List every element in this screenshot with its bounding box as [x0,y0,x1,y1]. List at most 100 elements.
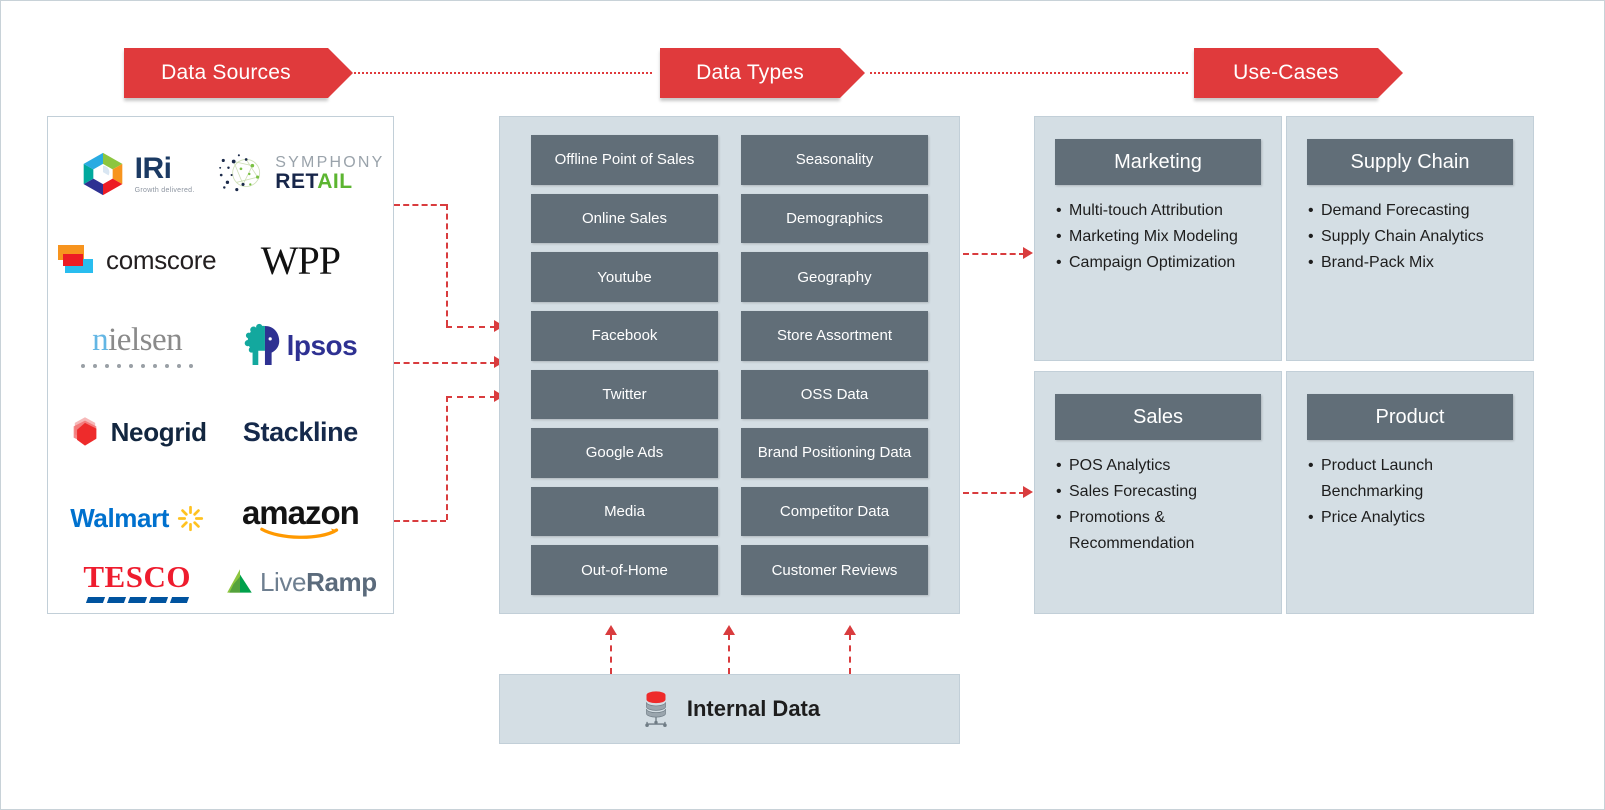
data-type-chip[interactable]: Geography [741,252,928,302]
data-type-chip[interactable]: Out-of-Home [531,545,718,595]
use-case-list-product: Product Launch Benchmarking Price Analyt… [1307,453,1513,531]
use-case-title-product: Product [1307,394,1513,440]
connector-source-bot-h2 [446,396,496,398]
ipsos-wordmark: lpsos [286,330,358,361]
data-types-panel: Offline Point of Sales Seasonality Onlin… [499,116,960,614]
use-case-panel-supply-chain: Supply Chain Demand Forecasting Supply C… [1286,116,1534,361]
comscore-wordmark: comscore [106,244,217,275]
use-case-title-sales: Sales [1055,394,1261,440]
data-type-chip[interactable]: Youtube [531,252,718,302]
connector-source-mid-h [394,362,496,364]
connector-source-top-v [446,204,448,326]
data-type-chip[interactable]: Offline Point of Sales [531,135,718,185]
neogrid-mark-icon [73,417,96,446]
symphony-wordmark-ret: RET [275,170,318,194]
use-case-list-marketing: Multi-touch Attribution Marketing Mix Mo… [1055,198,1261,276]
connector-arrow-internal-1 [605,625,617,635]
data-type-chip[interactable]: Google Ads [531,428,718,478]
header-connector-2 [870,72,1188,74]
connector-arrow-internal-2 [723,625,735,635]
data-type-chip[interactable]: Customer Reviews [741,545,928,595]
symphony-network-icon [219,154,261,192]
data-type-chip[interactable]: Seasonality [741,135,928,185]
use-case-item: Marketing Mix Modeling [1055,224,1261,250]
data-type-chip[interactable]: Demographics [741,193,928,244]
amazon-smile-icon [260,527,339,540]
iri-wordmark: IRi [134,152,172,185]
use-case-item: Supply Chain Analytics [1307,224,1513,250]
nielsen-wordmark: ielsen [108,322,183,358]
logo-iri[interactable]: IRi Growth delivered. [58,131,216,217]
ipsos-head-icon [244,323,279,366]
symphony-wordmark-ail: AIL [317,170,353,194]
connector-internal-3 [849,634,851,674]
use-case-list-supply-chain: Demand Forecasting Supply Chain Analytic… [1307,198,1513,276]
logo-symphony-retail[interactable]: SYMPHONY RETAIL [216,131,384,217]
liveramp-wordmark-ramp: Ramp [306,566,377,597]
data-type-chip[interactable]: Twitter [531,369,718,420]
data-sources-panel: IRi Growth delivered. [47,116,394,614]
use-case-item: Demand Forecasting [1307,198,1513,224]
logo-walmart[interactable]: Walmart [58,475,216,561]
connector-source-bot-h1 [394,520,446,522]
database-icon [645,691,667,727]
liveramp-mark-icon [227,569,252,593]
connector-internal-1 [610,634,612,674]
internal-data-panel: Internal Data [499,674,960,744]
data-types-grid: Offline Point of Sales Seasonality Onlin… [500,117,959,613]
use-case-item: Brand-Pack Mix [1307,250,1513,276]
logo-comscore[interactable]: comscore [58,217,217,303]
banner-tip-icon [1378,48,1403,98]
wpp-wordmark: WPP [260,237,341,283]
use-case-item: Promotions & Recommendation [1055,505,1261,557]
logo-tesco[interactable]: TESCO [58,561,216,603]
use-case-item: Campaign Optimization [1055,250,1261,276]
data-type-chip[interactable]: Facebook [531,310,718,361]
connector-source-top-h1 [394,204,446,206]
banner-use-cases[interactable]: Use-Cases [1194,48,1403,101]
connector-types-sales [963,492,1025,494]
use-case-item: Price Analytics [1307,505,1513,531]
data-type-chip[interactable]: Online Sales [531,193,718,244]
walmart-spark-icon [177,505,204,531]
data-type-chip[interactable]: Media [531,486,718,537]
internal-data-label: Internal Data [686,696,821,721]
tesco-bars-icon [85,597,189,603]
banner-label: Use-Cases [1233,61,1339,84]
data-type-chip[interactable]: Competitor Data [741,486,928,537]
logo-ipsos[interactable]: lpsos [216,303,384,389]
banner-label: Data Types [696,61,804,84]
logo-liveramp[interactable]: LiveRamp [216,561,384,603]
connector-arrow-marketing [1023,247,1033,259]
connector-arrow-internal-3 [844,625,856,635]
banner-data-types[interactable]: Data Types [660,48,865,101]
data-type-chip[interactable]: Store Assortment [741,310,928,361]
iri-tagline: Growth delivered. [134,187,195,194]
banner-tip-icon [840,48,865,98]
banner-data-sources[interactable]: Data Sources [124,48,353,101]
walmart-wordmark: Walmart [70,502,170,533]
use-case-item: POS Analytics [1055,453,1261,479]
neogrid-wordmark: Neogrid [110,416,207,447]
logo-neogrid[interactable]: Neogrid [58,389,216,475]
use-case-item: Sales Forecasting [1055,479,1261,505]
connector-internal-2 [728,634,730,674]
logo-amazon[interactable]: amazon [216,475,384,561]
data-type-chip[interactable]: Brand Positioning Data [741,428,928,478]
nielsen-dots-icon [81,364,194,368]
banner-label: Data Sources [161,61,291,84]
logo-stackline[interactable]: Stackline [216,389,384,475]
connector-source-top-h2 [446,326,496,328]
amazon-wordmark: amazon [241,493,360,531]
use-case-title-supply-chain: Supply Chain [1307,139,1513,185]
use-case-panel-marketing: Marketing Multi-touch Attribution Market… [1034,116,1282,361]
logo-wpp[interactable]: WPP [216,217,384,303]
use-case-list-sales: POS Analytics Sales Forecasting Promotio… [1055,453,1261,557]
data-type-chip[interactable]: OSS Data [741,369,928,420]
logo-nielsen[interactable]: nielsen [58,303,216,389]
connector-arrow-sales [1023,486,1033,498]
connector-source-bot-v [446,396,448,520]
liveramp-wordmark-live: Live [260,566,307,597]
logo-grid: IRi Growth delivered. [48,117,393,613]
